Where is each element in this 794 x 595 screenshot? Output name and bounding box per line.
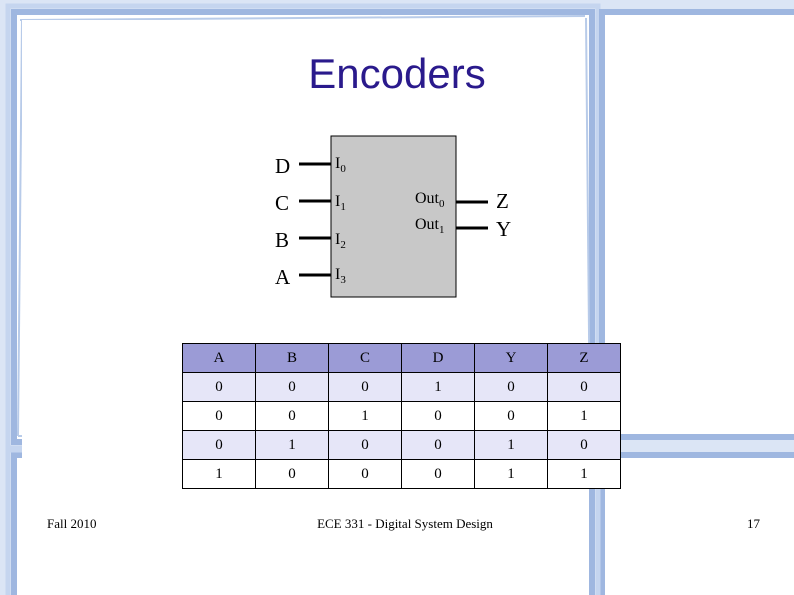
table-cell: 0 [182, 430, 256, 460]
header-c: C [328, 343, 402, 373]
footer-course: ECE 331 - Digital System Design [317, 516, 493, 531]
header-z: Z [547, 343, 621, 373]
header-a: A [182, 343, 256, 373]
header-y: Y [474, 343, 548, 373]
table-cell: 0 [401, 401, 475, 431]
encoder-block [330, 135, 457, 298]
table-cell: 0 [474, 372, 548, 402]
table-cell: 0 [182, 401, 256, 431]
table-cell: 1 [547, 459, 621, 489]
table-cell: 0 [401, 459, 475, 489]
table-cell: 0 [547, 430, 621, 460]
truth-table-header-row: A B C D Y Z [182, 343, 621, 373]
table-cell: 1 [547, 401, 621, 431]
table-cell: 0 [547, 372, 621, 402]
table-cell: 1 [401, 372, 475, 402]
table-cell: 0 [255, 401, 329, 431]
slide-title: Encoders [308, 50, 486, 97]
truth-table: A B C D Y Z 0 0 0 1 0 0 0 0 1 0 0 1 0 1 … [182, 343, 621, 489]
table-cell: 0 [255, 459, 329, 489]
header-b: B [255, 343, 329, 373]
header-d: D [401, 343, 475, 373]
table-cell: 0 [328, 372, 402, 402]
output-label-y: Y [496, 217, 512, 241]
pin-label-i0: I0 [335, 155, 346, 176]
table-cell: 0 [401, 430, 475, 460]
input-label-b: B [275, 228, 290, 252]
pin-label-out1: Out1 [415, 216, 445, 237]
table-cell: 0 [328, 459, 402, 489]
table-cell: 0 [182, 372, 256, 402]
pin-label-i1: I1 [335, 193, 346, 214]
footer-date: Fall 2010 [47, 516, 97, 531]
table-cell: 1 [328, 401, 402, 431]
table-cell: 0 [255, 372, 329, 402]
table-row: 0 1 0 0 1 0 [182, 430, 621, 460]
table-row: 0 0 1 0 0 1 [182, 401, 621, 431]
slide-number: 17 [747, 516, 760, 531]
table-cell: 1 [474, 430, 548, 460]
table-cell: 1 [182, 459, 256, 489]
pin-label-i2: I2 [335, 231, 346, 252]
table-row: 1 0 0 0 1 1 [182, 459, 621, 489]
input-label-d: D [275, 154, 291, 178]
table-cell: 0 [474, 401, 548, 431]
pin-label-i3: I3 [335, 266, 346, 287]
table-row: 0 0 0 1 0 0 [182, 372, 621, 402]
output-label-z: Z [496, 189, 509, 213]
table-cell: 0 [328, 430, 402, 460]
table-cell: 1 [474, 459, 548, 489]
input-label-a: A [275, 265, 291, 289]
table-cell: 1 [255, 430, 329, 460]
input-label-c: C [275, 191, 290, 215]
pin-label-out0: Out0 [415, 190, 445, 211]
